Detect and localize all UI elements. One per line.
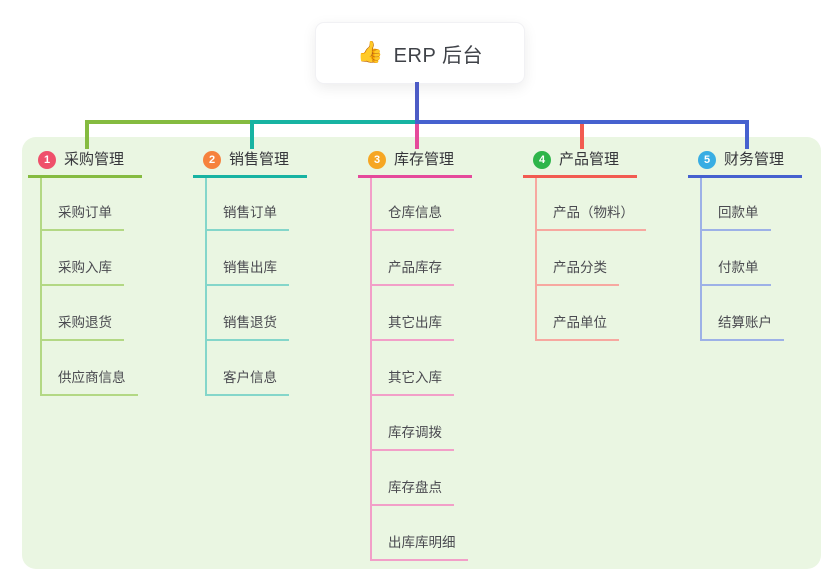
child-node[interactable]: 销售出库 [205,259,289,286]
branch-underline [523,175,637,178]
connector-bus-left [85,120,254,124]
branch-underline [688,175,802,178]
branch-drop-line [745,122,749,149]
child-node[interactable]: 库存调拨 [370,424,454,451]
thumbs-up-icon: 👍 [357,41,384,64]
child-node[interactable]: 其它入库 [370,369,454,396]
root-connector-line [415,82,419,122]
child-node[interactable]: 产品（物料） [535,204,646,231]
branch-underline [193,175,307,178]
child-node[interactable]: 产品单位 [535,314,619,341]
branch-drop-line [580,122,584,149]
connector-bus-right [415,120,749,124]
branch-child-rail [700,178,702,340]
child-node[interactable]: 产品库存 [370,259,454,286]
child-node[interactable]: 采购退货 [40,314,124,341]
child-node[interactable]: 仓库信息 [370,204,454,231]
branch-label-3[interactable]: 库存管理 [394,151,455,168]
child-node[interactable]: 销售退货 [205,314,289,341]
branches-panel [22,137,821,569]
connector-bus-mid [250,120,419,124]
branch-drop-line [85,122,89,149]
branch-underline [358,175,472,178]
child-node[interactable]: 其它出库 [370,314,454,341]
branch-badge: 1 [38,151,56,169]
child-node[interactable]: 采购入库 [40,259,124,286]
branch-drop-line [250,122,254,149]
branch-label-4[interactable]: 产品管理 [559,151,620,168]
branch-badge: 3 [368,151,386,169]
branch-badge: 4 [533,151,551,169]
child-node[interactable]: 采购订单 [40,204,124,231]
branch-child-rail [370,178,372,560]
child-node[interactable]: 结算账户 [700,314,784,341]
branch-label-5[interactable]: 财务管理 [724,151,785,168]
branch-badge: 5 [698,151,716,169]
child-node[interactable]: 客户信息 [205,369,289,396]
branch-label-2[interactable]: 销售管理 [229,151,290,168]
child-node[interactable]: 回款单 [700,204,771,231]
branch-child-rail [40,178,42,395]
child-node[interactable]: 供应商信息 [40,369,138,396]
root-label: ERP 后台 [393,44,483,67]
branch-badge: 2 [203,151,221,169]
child-node[interactable]: 库存盘点 [370,479,454,506]
branch-child-rail [205,178,207,395]
branch-underline [28,175,142,178]
child-node[interactable]: 销售订单 [205,204,289,231]
branch-child-rail [535,178,537,340]
branch-label-1[interactable]: 采购管理 [64,151,125,168]
child-node[interactable]: 付款单 [700,259,771,286]
child-node[interactable]: 产品分类 [535,259,619,286]
branch-drop-line [415,122,419,149]
root-node[interactable]: 👍 ERP 后台 [315,22,525,84]
child-node[interactable]: 出库库明细 [370,534,468,561]
